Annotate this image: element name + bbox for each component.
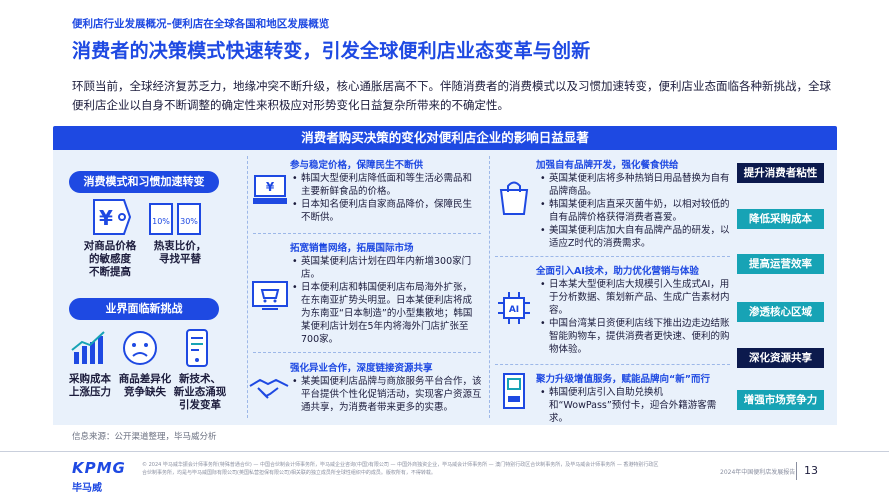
bullet-item: 韩国大型便利店降低面和等生活必需品和主要新鲜食品的价格。	[292, 172, 480, 198]
mobile-tech-icon	[186, 329, 208, 367]
divider-left	[247, 156, 248, 418]
price-tag-30: 30%	[180, 217, 198, 226]
divider-right-1	[495, 256, 730, 257]
legal-text: © 2024 毕马威华振会计师事务所(特殊普通合伙) — 中国合伙制会计师事务所…	[142, 462, 659, 476]
kpmg-logo: KPMG	[72, 459, 126, 477]
rising-cost-chart-icon	[71, 331, 105, 364]
divider-mid-1	[253, 233, 481, 234]
footer-rule	[0, 451, 889, 452]
ai-chip-icon: AI	[498, 292, 530, 324]
price-compare-icon: 10% 30%	[149, 203, 201, 235]
bullet-item: 英国某便利店将多种热销日用品替换为自有品牌商品。	[540, 172, 730, 198]
page-title: 消费者的决策模式快速转变，引发全球便利店业态变革与创新	[72, 40, 591, 62]
tag-resource-sharing: 深化资源共享	[737, 348, 824, 368]
svg-text:AI: AI	[509, 305, 519, 315]
tag-core-areas: 渗透核心区域	[737, 302, 824, 322]
tag-operations-efficiency: 提高运营效率	[737, 254, 824, 274]
bullet-item: 中国台湾某日资便利店线下推出边走边结账智能购物车，提供消费者更快速、便利的购物体…	[540, 317, 730, 356]
bullets-value-added: 韩国便利店引入自助兑换机和“WowPass”预付卡，迎合外籍游客需求。	[540, 386, 730, 425]
label-differentiation: 商品差异化 竞争缺失	[118, 373, 172, 398]
price-tag-10: 10%	[152, 217, 170, 226]
tag-reduce-cost: 降低采购成本	[737, 209, 824, 229]
online-store-icon	[252, 281, 288, 310]
intro-paragraph: 环顾当前，全球经济复苏乏力，地缘冲突不断升级，核心通胀居高不下。伴随消费者的消费…	[72, 79, 831, 112]
section-title-stabilize-prices: 参与稳定价格，保障民生不断供	[290, 160, 424, 171]
bullet-item: 日本便利店和韩国便利店布局海外扩张，在东南亚扩势头明显。日本某便利店将成为东南亚…	[292, 281, 480, 346]
bullet-item: 美国某便利店加大自有品牌产品的研发，以适应Z时代的消费需求。	[540, 224, 730, 250]
tag-consumer-stickiness: 提升消费者粘性	[737, 163, 824, 183]
bullet-item: 日本某大型便利店大规模引入生成式AI，用于分析数据、策划新产品、生成广告素材内容…	[540, 278, 730, 317]
bullet-item: 某美国便利店品牌与商旅服务平台合作，该平台提供个性化促销活动，实现客户资源互通共…	[292, 375, 482, 414]
section-title-value-added: 聚力升级增值服务，赋能品牌向“新”而行	[536, 374, 710, 385]
page-number: 13	[804, 464, 818, 477]
bullets-private-label: 英国某便利店将多种热销日用品替换为自有品牌商品。 韩国某便利店直采灭菌牛奶，以相…	[540, 172, 730, 250]
page-separator	[796, 462, 797, 480]
section-title-cross-industry: 强化异业合作，深度链接资源共享	[290, 363, 433, 374]
handshake-icon	[249, 378, 289, 399]
bullets-ai: 日本某大型便利店大规模引入生成式AI，用于分析数据、策划新产品、生成广告素材内容…	[540, 278, 730, 356]
pill-industry-challenges: 业界面临新挑战	[69, 298, 219, 320]
label-cost-pressure: 采购成本 上涨压力	[69, 373, 111, 398]
svg-text:¥: ¥	[99, 206, 113, 230]
label-price-comparison: 热衷比价， 寻找平替	[153, 240, 207, 265]
source-note: 信息来源：公开渠道整理，毕马威分析	[72, 432, 217, 442]
bullets-cross-industry: 某美国便利店品牌与商旅服务平台合作，该平台提供个性化促销活动，实现客户资源互通共…	[292, 375, 482, 414]
bullet-item: 韩国便利店引入自助兑换机和“WowPass”预付卡，迎合外籍游客需求。	[540, 386, 730, 425]
section-title-expand-network: 拓宽销售网络，拓展国际市场	[290, 243, 414, 254]
worried-face-icon	[123, 331, 157, 365]
shopping-bag-icon	[499, 181, 529, 215]
price-tag-icon: ¥	[93, 199, 132, 235]
bullet-item: 英国某便利店计划在四年内新增300家门店。	[292, 255, 480, 281]
kpmg-logo-cn: 毕马威	[72, 483, 102, 494]
divider-mid-2	[253, 352, 481, 353]
section-title-ai: 全面引入AI技术，助力优化营销与体验	[536, 266, 699, 277]
panel-header: 消费者购买决策的变化对便利店企业的影响日益显著	[53, 126, 837, 150]
bullet-item: 日本知名便利店自家商品降价，保障民生不断供。	[292, 198, 480, 224]
divider-right-2	[495, 364, 730, 365]
divider-mid	[489, 156, 490, 418]
vending-machine-icon	[503, 373, 525, 409]
label-price-sensitivity: 对商品价格 的敏感度 不断提高	[83, 240, 137, 278]
bullets-stabilize-prices: 韩国大型便利店降低面和等生活必需品和主要新鲜食品的价格。 日本知名便利店自家商品…	[292, 172, 480, 224]
breadcrumb: 便利店行业发展概况–便利店在全球各国和地区发展概览	[72, 18, 330, 30]
section-title-private-label: 加强自有品牌开发，强化餐食供给	[536, 160, 679, 171]
cash-register-icon: ¥	[253, 175, 287, 204]
report-name: 2024年中国便利店发展报告	[720, 469, 796, 476]
label-new-tech: 新技术、 新业态涌现 引发变革	[173, 373, 227, 411]
bullet-item: 韩国某便利店直采灭菌牛奶，以相对较低的自有品牌价格获得消费者喜爱。	[540, 198, 730, 224]
pill-consumption-change: 消费模式和习惯加速转变	[69, 171, 219, 193]
bullets-expand-network: 英国某便利店计划在四年内新增300家门店。 日本便利店和韩国便利店布局海外扩张，…	[292, 255, 480, 346]
tag-competitiveness: 增强市场竞争力	[737, 390, 824, 410]
svg-text:¥: ¥	[266, 180, 275, 194]
